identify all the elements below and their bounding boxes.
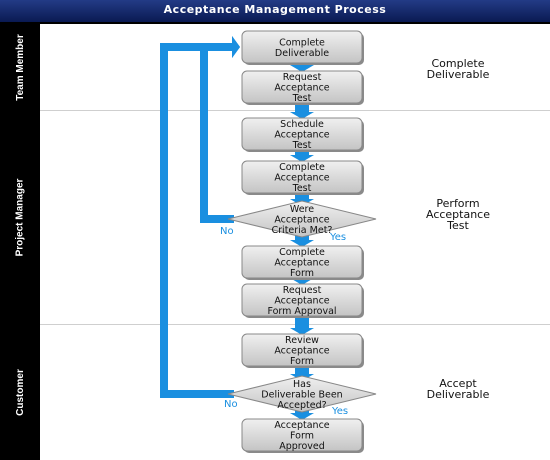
- node-label: Form: [290, 431, 314, 442]
- connector-shaft: [295, 366, 309, 375]
- connector-shaft: [295, 150, 309, 156]
- no-loop-criteria: [200, 36, 240, 223]
- connector-arrowhead: [290, 112, 314, 119]
- node-label: Complete: [279, 162, 325, 173]
- branch-no-label: No: [220, 226, 234, 237]
- phase-label-line: Test: [447, 219, 469, 232]
- node-label: Acceptance: [274, 130, 329, 141]
- box-shape: [241, 30, 363, 64]
- loop-arrowhead: [232, 36, 240, 58]
- node-label: Acceptance: [274, 173, 329, 184]
- no-loop-accepted: [160, 36, 240, 398]
- node-label: Acceptance: [274, 258, 329, 269]
- node-label: Test: [292, 93, 312, 104]
- node-label: Review: [285, 335, 319, 346]
- node-label: Acceptance: [274, 346, 329, 357]
- phase-label-line: Deliverable: [426, 68, 490, 81]
- box-shape: [241, 418, 363, 452]
- connector-arrowhead: [290, 328, 314, 335]
- node-label: Acceptance: [274, 420, 329, 431]
- diagram-title: Acceptance Management Process: [163, 3, 387, 16]
- node-label: Acceptance: [274, 83, 329, 94]
- phase-label-line: Acceptance: [425, 208, 491, 221]
- node-label: Request: [283, 72, 322, 83]
- box-shape: [241, 283, 363, 317]
- box-shape: [241, 117, 363, 151]
- loop-segment: [160, 390, 234, 398]
- connector-shaft: [295, 316, 309, 329]
- box-shape: [241, 333, 363, 367]
- node-label: Approved: [279, 441, 325, 452]
- loop-segment: [200, 43, 208, 219]
- box-shape: [241, 160, 363, 194]
- node-label: Test: [292, 140, 312, 151]
- node-label: Acceptance: [274, 215, 329, 226]
- box-shape: [241, 245, 363, 279]
- phase-label-line: Complete: [431, 57, 485, 70]
- branch-no-label: No: [224, 399, 238, 410]
- node-label: Complete: [279, 247, 325, 258]
- node-label: Accepted?: [277, 400, 326, 411]
- diamond-shape: [227, 375, 377, 413]
- node-label: Form: [290, 356, 314, 367]
- loop-segment: [160, 43, 168, 394]
- node-label: Acceptance: [274, 296, 329, 307]
- node-label: Were: [290, 204, 314, 215]
- node-label: Test: [292, 183, 312, 194]
- box-shape: [241, 70, 363, 104]
- title-bar: Acceptance Management Process: [0, 0, 550, 24]
- connector-arrowhead: [290, 413, 314, 420]
- node-label: Deliverable Been: [261, 390, 342, 401]
- node-label: Request: [283, 285, 322, 296]
- connector-shaft: [295, 103, 309, 113]
- loop-segment: [160, 43, 232, 51]
- branch-yes-label: Yes: [332, 406, 349, 417]
- loop-segment: [200, 215, 234, 223]
- node-label: Form Approval: [267, 306, 336, 317]
- phase-label-line: Perform: [436, 197, 480, 210]
- node-label: Schedule: [280, 119, 324, 130]
- connector-arrowhead: [290, 65, 314, 72]
- node-label: Complete: [279, 37, 325, 48]
- connector-arrowhead: [290, 155, 314, 162]
- connector-shaft: [295, 193, 309, 200]
- phase-label-line: Accept: [439, 377, 477, 390]
- diamond-shape: [227, 200, 377, 238]
- swimlane-column: [0, 24, 40, 460]
- node-label: Deliverable: [275, 48, 329, 59]
- node-label: Criteria Met?: [272, 225, 333, 236]
- branch-yes-label: Yes: [330, 232, 347, 243]
- node-label: Form: [290, 268, 314, 279]
- phase-label-line: Deliverable: [426, 388, 490, 401]
- connector-arrowhead: [290, 240, 314, 247]
- node-label: Has: [293, 379, 311, 390]
